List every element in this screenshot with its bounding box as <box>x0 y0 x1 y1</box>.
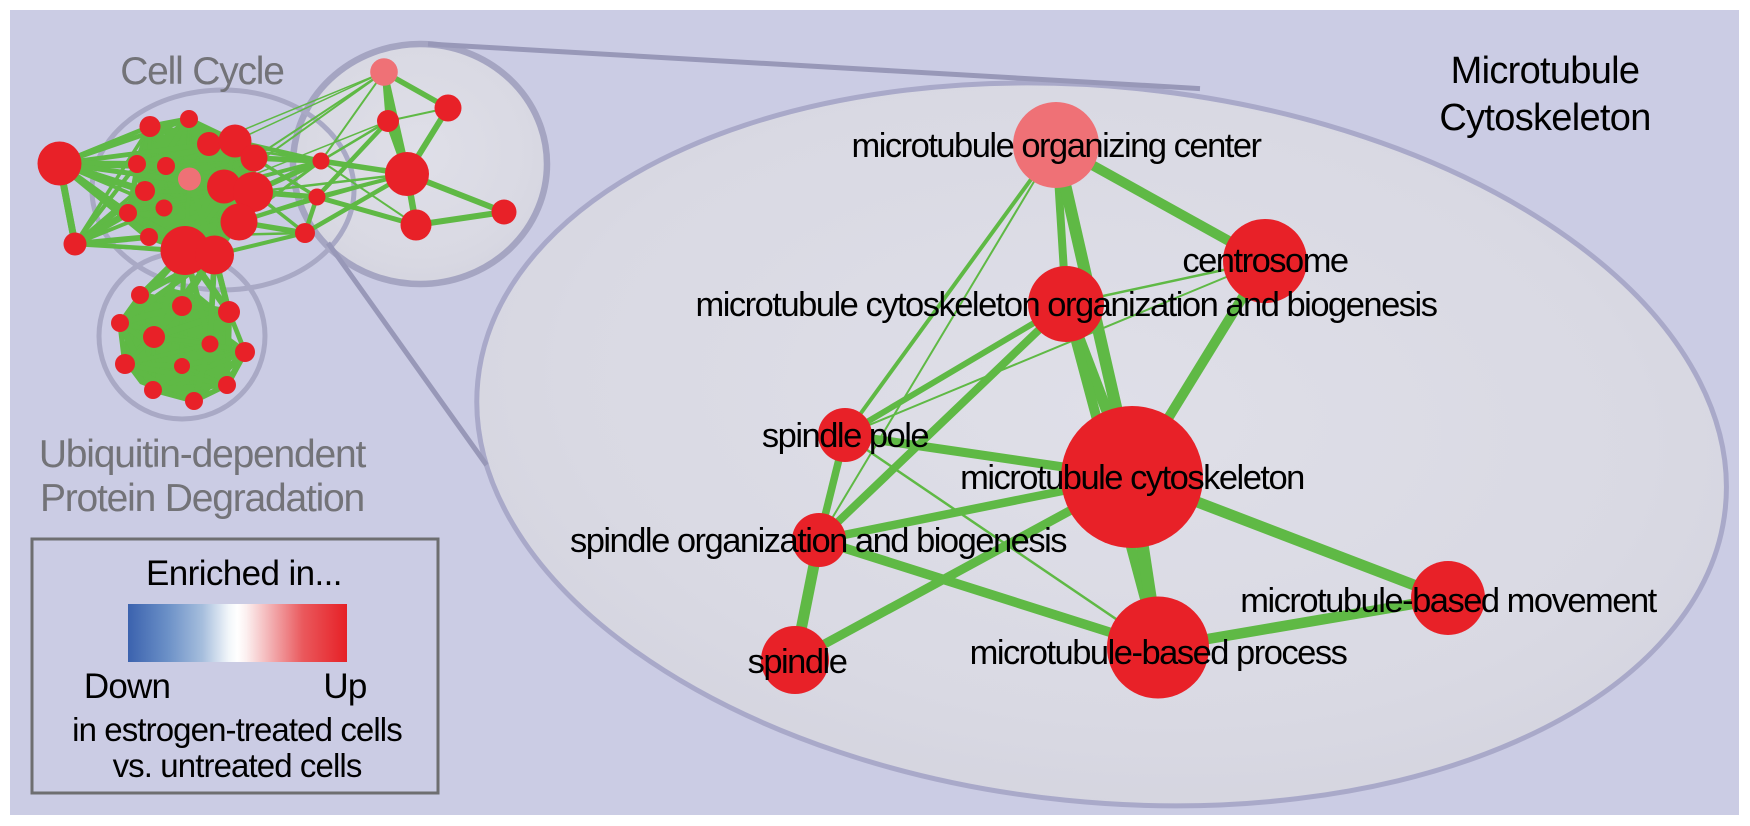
svg-text:Microtubule: Microtubule <box>1451 50 1640 92</box>
svg-text:centrosome: centrosome <box>1182 242 1348 280</box>
svg-text:in estrogen-treated cells: in estrogen-treated cells <box>72 711 402 748</box>
svg-text:Down: Down <box>84 667 170 706</box>
svg-text:microtubule-based process: microtubule-based process <box>970 634 1347 672</box>
svg-text:microtubule-based movement: microtubule-based movement <box>1240 582 1657 620</box>
svg-text:Up: Up <box>323 667 366 706</box>
svg-text:microtubule cytoskeleton organ: microtubule cytoskeleton organization an… <box>696 286 1437 324</box>
svg-text:Ubiquitin-dependent: Ubiquitin-dependent <box>39 433 367 476</box>
svg-text:spindle pole: spindle pole <box>762 417 928 455</box>
svg-text:Cell Cycle: Cell Cycle <box>120 50 284 93</box>
svg-text:microtubule organizing center: microtubule organizing center <box>851 127 1261 165</box>
svg-text:spindle: spindle <box>748 643 847 681</box>
svg-text:spindle organization and bioge: spindle organization and biogenesis <box>570 522 1066 560</box>
svg-text:microtubule cytoskeleton: microtubule cytoskeleton <box>960 459 1304 497</box>
svg-text:Enriched in...: Enriched in... <box>146 554 342 593</box>
svg-text:Protein Degradation: Protein Degradation <box>40 477 364 520</box>
svg-text:Cytoskeleton: Cytoskeleton <box>1439 97 1650 139</box>
svg-text:vs. untreated cells: vs. untreated cells <box>113 747 362 784</box>
